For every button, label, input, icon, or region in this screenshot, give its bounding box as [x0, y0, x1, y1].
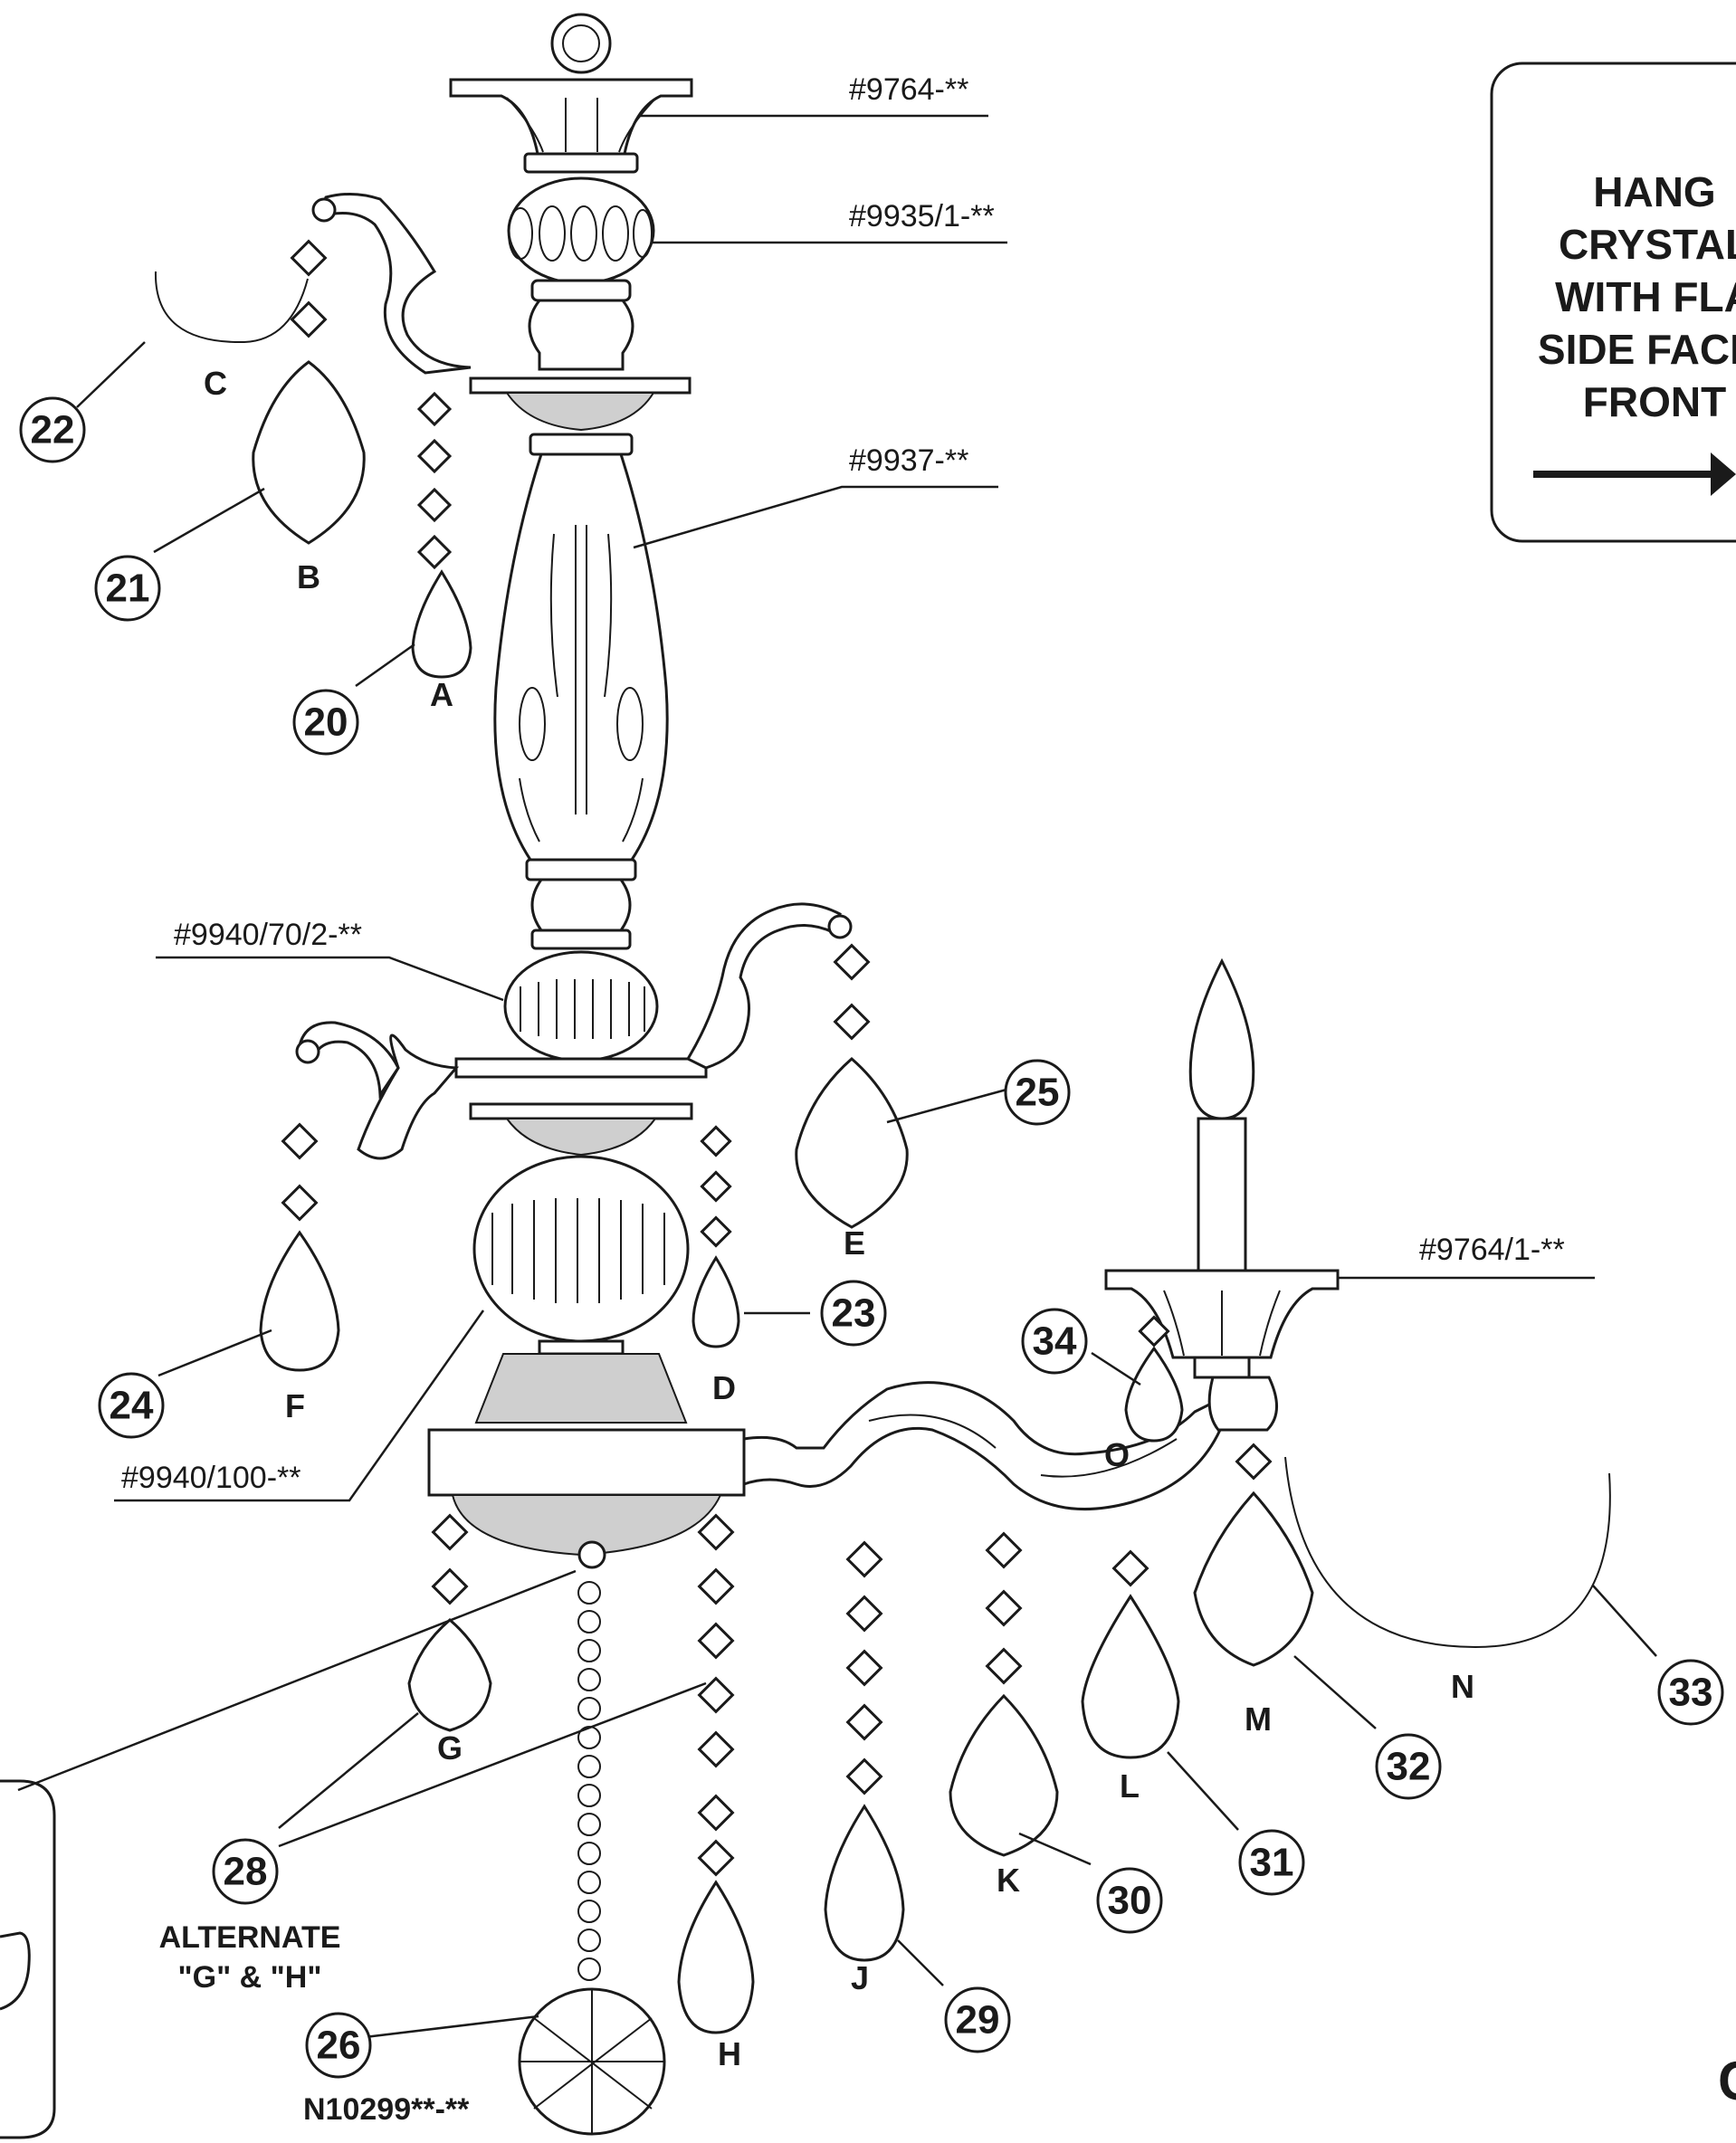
callout-26: 26	[317, 2024, 361, 2068]
part-number-cup: #9764/1-**	[1419, 1233, 1565, 1267]
letter-b: B	[297, 558, 320, 595]
callout-29: 29	[956, 1998, 1000, 2043]
leader-lines	[17, 114, 1657, 2040]
chandelier-body	[427, 13, 746, 1569]
callout-20: 20	[304, 700, 348, 745]
partial-side-box	[0, 1779, 56, 2139]
letter-f: F	[285, 1387, 305, 1424]
part-number-ball-top: #9935/1-**	[849, 199, 995, 233]
crystal-strands	[154, 239, 1611, 2136]
letter-k: K	[997, 1862, 1020, 1899]
part-number-canopy: #9764-**	[849, 72, 968, 107]
part-number-column: #9937-**	[849, 443, 968, 478]
hang-line-2: CRYSTAL	[1559, 221, 1736, 268]
callout-28: 28	[224, 1850, 268, 1894]
callout-30: 30	[1108, 1879, 1152, 1923]
part-number-ball-mid: #9940/70/2-**	[174, 918, 362, 952]
alternate-note-line2: "G" & "H"	[178, 1960, 322, 1995]
hang-line-5: FRONT	[1583, 378, 1726, 425]
letter-h: H	[718, 2035, 741, 2072]
callout-25: 25	[1016, 1071, 1060, 1115]
letter-j: J	[851, 1959, 869, 1996]
hang-instruction-box: HANG CRYSTAL WITH FLA SIDE FACIN FRONT	[1490, 62, 1736, 543]
callout-circles	[19, 396, 1724, 2079]
letter-a: A	[430, 676, 453, 713]
callout-22: 22	[31, 408, 75, 452]
letter-c: C	[204, 365, 227, 402]
letter-m: M	[1245, 1700, 1272, 1738]
callout-24: 24	[110, 1384, 154, 1428]
callout-33: 33	[1669, 1671, 1713, 1715]
callout-34: 34	[1033, 1319, 1077, 1364]
hang-line-1: HANG	[1593, 168, 1715, 215]
letter-e: E	[844, 1224, 865, 1262]
letter-o: O	[1104, 1436, 1130, 1473]
callout-21: 21	[106, 567, 150, 611]
callout-23: 23	[832, 1291, 876, 1336]
alternate-note-line1: ALTERNATE	[159, 1920, 341, 1955]
letter-l: L	[1120, 1767, 1140, 1805]
letter-g: G	[437, 1729, 463, 1767]
corner-glyph: C	[1718, 2051, 1736, 2111]
callout-32: 32	[1387, 1745, 1431, 1789]
bead-chain	[577, 1581, 601, 1981]
decorative-arms	[295, 193, 1340, 1511]
hang-line-3: WITH FLA	[1555, 273, 1736, 320]
part-number-crystal-ball: N10299**-**	[303, 2092, 470, 2127]
letter-n: N	[1451, 1668, 1474, 1705]
part-number-ball-large: #9940/100-**	[121, 1461, 301, 1495]
letter-d: D	[712, 1369, 736, 1406]
callout-31: 31	[1250, 1841, 1294, 1885]
hang-line-4: SIDE FACIN	[1538, 326, 1736, 373]
